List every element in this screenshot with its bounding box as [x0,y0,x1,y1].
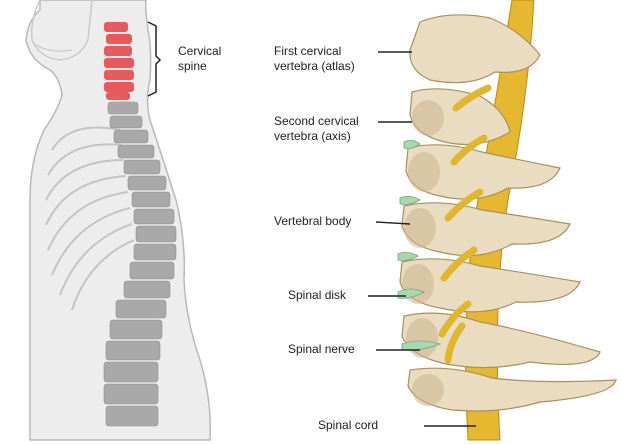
spinal-cord-label: Spinal cord [318,418,378,433]
axis-label: Second cervical vertebra (axis) [274,114,359,144]
vertebral-body-label: Vertebral body [274,214,351,229]
spinal-disk-label: Spinal disk [288,288,346,303]
atlas-label: First cervical vertebra (atlas) [274,44,355,74]
spinal-nerve-label: Spinal nerve [288,342,355,357]
